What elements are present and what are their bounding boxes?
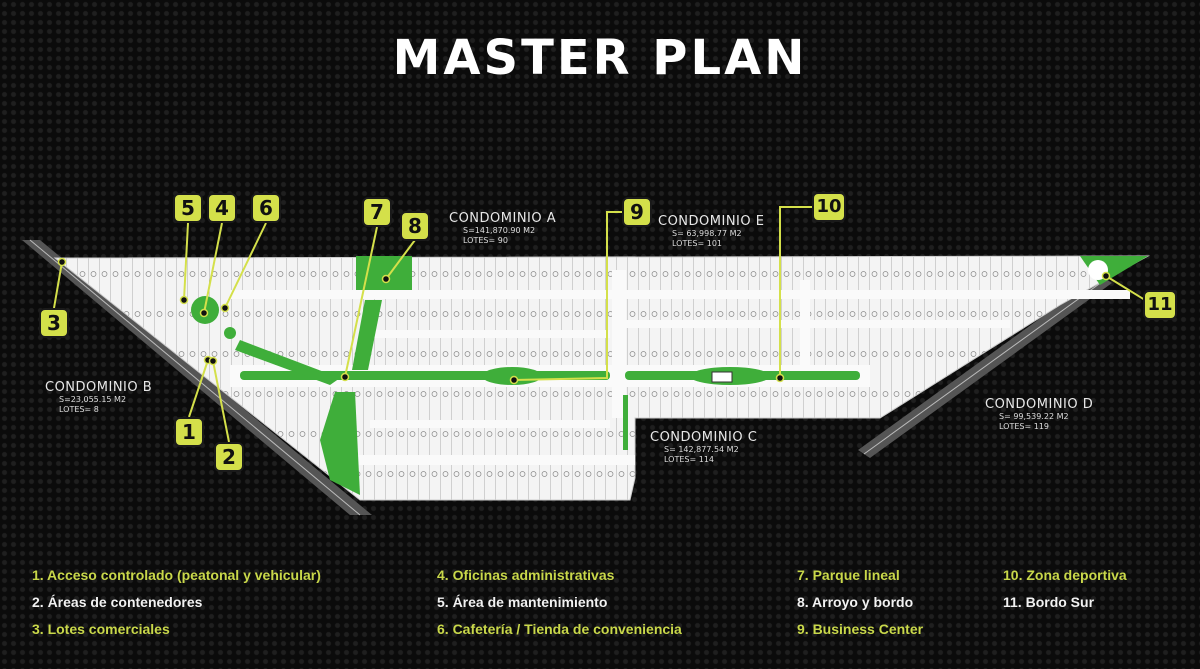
marker-11[interactable]: 11 xyxy=(1143,290,1177,320)
condo-name: CONDOMINIO A xyxy=(449,211,557,226)
marker-3[interactable]: 3 xyxy=(39,308,69,338)
marker-2[interactable]: 2 xyxy=(214,442,244,472)
condominio-e-label: CONDOMINIO E S= 63,998.77 M2 LOTES= 101 xyxy=(658,214,764,249)
legend-item: 5. Área de mantenimiento xyxy=(437,594,608,610)
legend-item: 9. Business Center xyxy=(797,621,924,637)
legend-item: 10. Zona deportiva xyxy=(1003,567,1127,583)
marker-9[interactable]: 9 xyxy=(622,197,652,227)
condo-area: S= 142,877.54 M2 xyxy=(664,445,739,454)
condo-lotes: LOTES= 119 xyxy=(999,422,1050,431)
condo-lotes: LOTES= 8 xyxy=(59,405,99,414)
marker-dots xyxy=(57,257,1111,385)
condo-area: S=141,870.90 M2 xyxy=(463,226,536,235)
condo-area: S= 99,539.22 M2 xyxy=(999,412,1069,421)
condominio-b-label: CONDOMINIO B S=23,055.15 M2 LOTES= 8 xyxy=(45,380,152,415)
page-title: MASTER PLAN xyxy=(392,30,808,86)
legend-item: 3. Lotes comerciales xyxy=(32,621,170,637)
marker-6[interactable]: 6 xyxy=(251,193,281,223)
condo-lotes: LOTES= 101 xyxy=(672,239,723,248)
condo-name: CONDOMINIO E xyxy=(658,214,765,229)
legend-item: 6. Cafetería / Tienda de conveniencia xyxy=(437,621,682,637)
legend-item: 8. Arroyo y bordo xyxy=(797,594,914,610)
condominio-d-label: CONDOMINIO D S= 99,539.22 M2 LOTES= 119 xyxy=(985,397,1093,432)
leader-lines xyxy=(53,206,1146,443)
condominio-c-label: CONDOMINIO C S= 142,877.54 M2 LOTES= 114 xyxy=(650,430,757,465)
highway-west xyxy=(22,239,372,516)
condo-name: CONDOMINIO D xyxy=(985,397,1094,412)
legend-column-2: 4. Oficinas administrativas 5. Área de m… xyxy=(437,562,682,643)
marker-8[interactable]: 8 xyxy=(400,211,430,241)
legend-column-4: 10. Zona deportiva 11. Bordo Sur xyxy=(1003,562,1127,616)
marker-4[interactable]: 4 xyxy=(207,193,237,223)
legend-item: 7. Parque lineal xyxy=(797,567,900,583)
condo-lotes: LOTES= 90 xyxy=(463,236,508,245)
legend-item: 4. Oficinas administrativas xyxy=(437,567,615,583)
legend-item: 1. Acceso controlado (peatonal y vehicul… xyxy=(32,567,321,583)
highway-east xyxy=(858,275,1112,458)
marker-10[interactable]: 10 xyxy=(812,192,846,222)
condo-area: S=23,055.15 M2 xyxy=(59,395,127,404)
legend-column-1: 1. Acceso controlado (peatonal y vehicul… xyxy=(32,562,321,643)
sports-court xyxy=(711,371,733,383)
legend-item: 11. Bordo Sur xyxy=(1003,594,1095,610)
marker-7[interactable]: 7 xyxy=(362,197,392,227)
condo-name: CONDOMINIO B xyxy=(45,380,153,395)
condo-lotes: LOTES= 114 xyxy=(664,455,715,464)
marker-1[interactable]: 1 xyxy=(174,417,204,447)
legend-item: 2. Áreas de contenedores xyxy=(32,594,203,610)
legend-column-3: 7. Parque lineal 8. Arroyo y bordo 9. Bu… xyxy=(797,562,923,643)
condominio-a-label: CONDOMINIO A S=141,870.90 M2 LOTES= 90 xyxy=(449,211,556,246)
condo-name: CONDOMINIO C xyxy=(650,430,758,445)
condo-area: S= 63,998.77 M2 xyxy=(672,229,742,238)
marker-5[interactable]: 5 xyxy=(173,193,203,223)
